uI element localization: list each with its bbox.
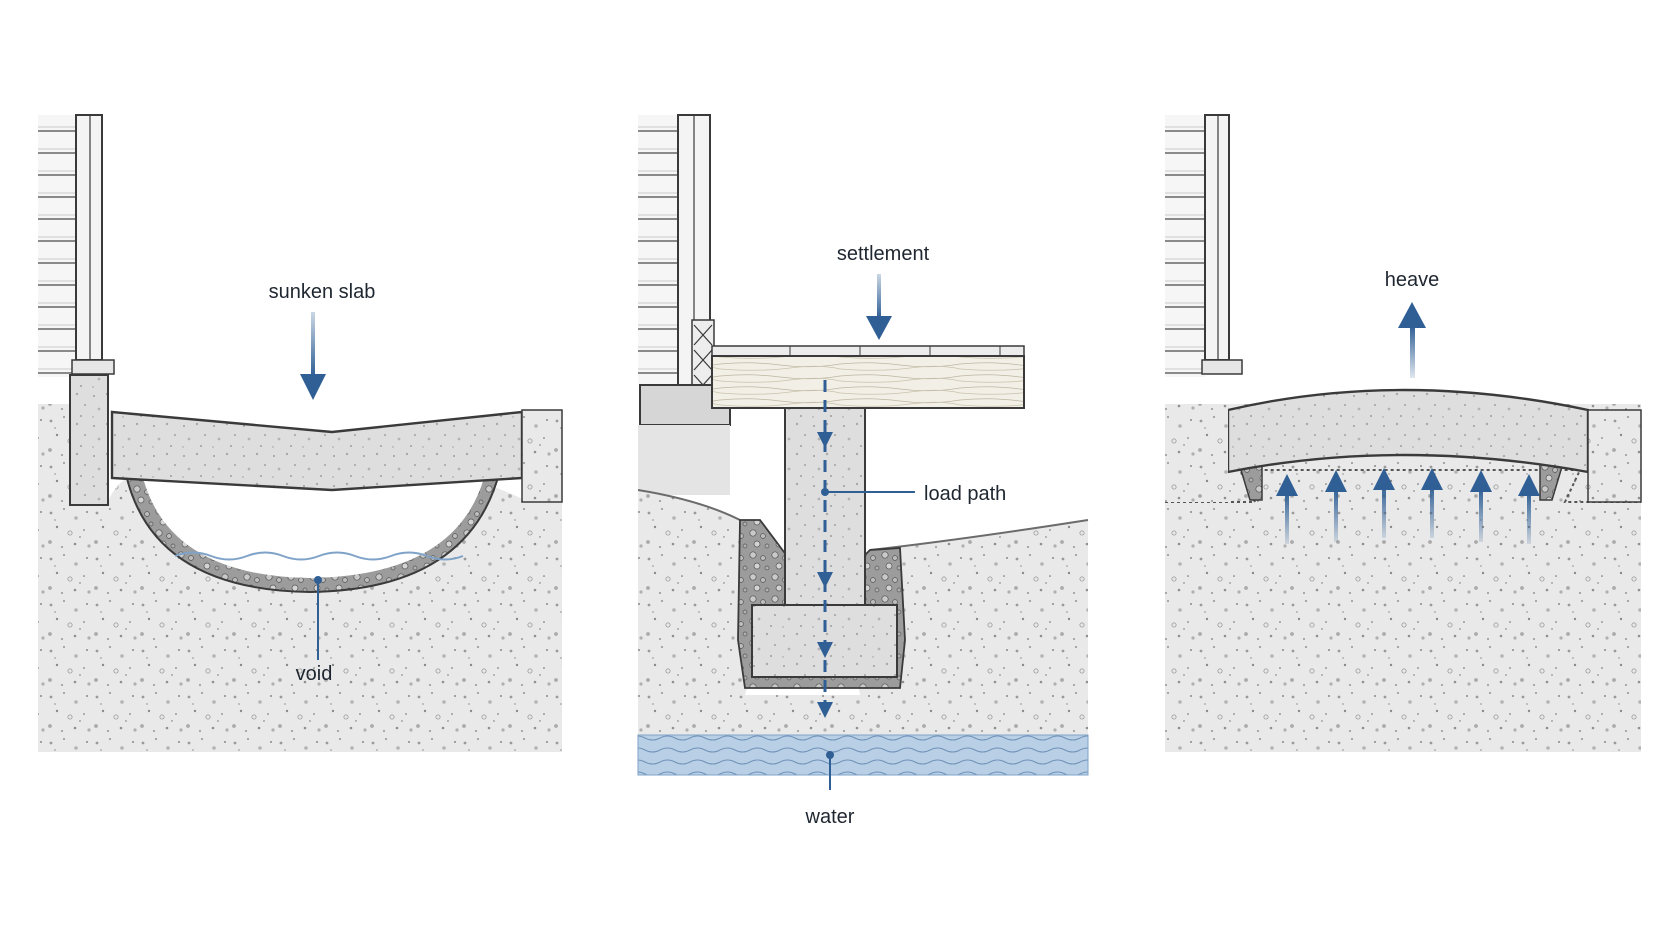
- panel-heave: heave: [1165, 114, 1642, 752]
- void-label: void: [296, 663, 333, 685]
- heave-pressure-arrow: [1276, 474, 1298, 496]
- load-path-arrow: [817, 432, 833, 448]
- foundation-wall: [69, 374, 109, 506]
- heave-arrow-head: [1398, 302, 1426, 328]
- heave-label: heave: [1385, 269, 1440, 291]
- sunken-slab-arrow-shaft: [311, 312, 315, 376]
- sunken-slab-arrow-head: [300, 374, 326, 400]
- panel-settlement: load path settlement water: [637, 114, 1089, 828]
- heave-pressure-arrow: [1373, 468, 1395, 490]
- heave-pressure-arrow: [1325, 470, 1347, 492]
- house-siding: [1165, 115, 1205, 377]
- house-siding: [38, 115, 76, 377]
- crawlspace-wall: [638, 425, 730, 495]
- floor-beam: [711, 355, 1025, 409]
- load-path-arrow: [817, 572, 833, 588]
- heave-pressure-arrow: [1518, 474, 1540, 496]
- sill-plate: [1201, 359, 1243, 375]
- load-path-label: load path: [924, 483, 1006, 505]
- sill-plate: [71, 359, 115, 375]
- water-label: water: [805, 806, 855, 828]
- heave-pressure-arrow: [1421, 468, 1443, 490]
- heave-pressure-arrow: [1470, 470, 1492, 492]
- house-wall: [75, 114, 103, 361]
- water-table: [637, 734, 1089, 776]
- house-siding: [638, 115, 678, 385]
- settlement-arrow-head: [866, 316, 892, 340]
- load-path-arrow: [817, 642, 833, 658]
- water-line: [174, 551, 464, 561]
- heave-pressure-arrows: [1276, 468, 1540, 544]
- settlement-arrow-shaft: [877, 274, 881, 318]
- floor-decking: [711, 345, 1025, 357]
- load-path-arrow: [817, 702, 833, 718]
- house-wall: [1204, 114, 1230, 361]
- sunken-slab: [110, 410, 524, 492]
- heave-arrow-shaft: [1410, 326, 1415, 378]
- sunken-slab-label: sunken slab: [269, 281, 376, 303]
- panel-sunken-slab: sunken slab void: [38, 114, 563, 752]
- settlement-label: settlement: [837, 243, 930, 265]
